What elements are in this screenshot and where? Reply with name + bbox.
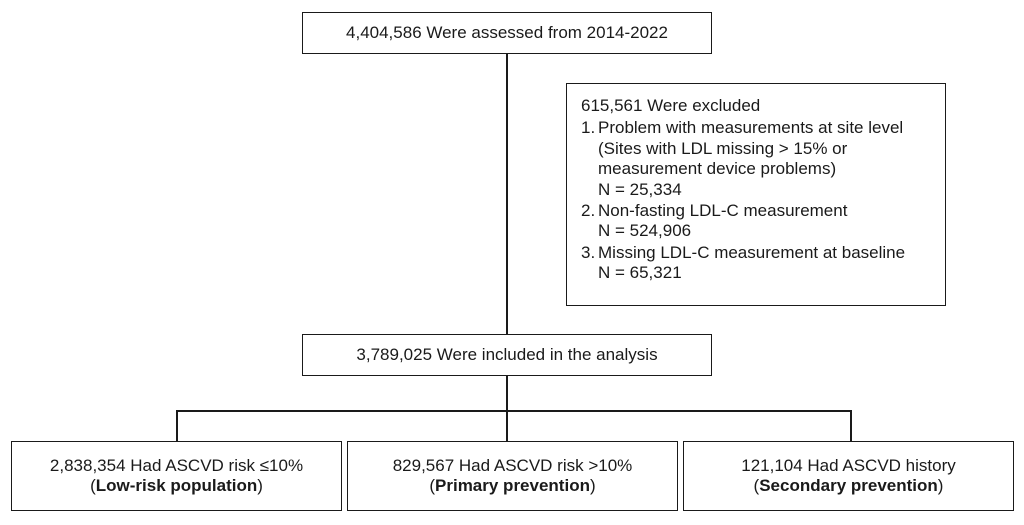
exclusion-line: Non-fasting LDL-C measurement [598, 200, 848, 220]
connector-main-vertical [506, 54, 508, 334]
included-box: 3,789,025 Were included in the analysis [302, 334, 712, 376]
group-label-text: Low-risk population [95, 476, 258, 495]
exclusion-number: 2. [581, 200, 596, 220]
exclusion-line: (Sites with LDL missing > 15% or [598, 138, 848, 158]
exclusion-item: 1. Problem with measurements at site lev… [581, 118, 935, 200]
exclusion-list: 1. Problem with measurements at site lev… [581, 118, 935, 283]
assessed-text: 4,404,586 Were assessed from 2014-2022 [346, 22, 668, 42]
group-label-text: Primary prevention [435, 476, 590, 495]
connector-branch-horizontal [176, 410, 851, 412]
exclusion-count: N = 65,321 [598, 263, 682, 283]
exclusion-item: 2. Non-fasting LDL-C measurement N = 524… [581, 201, 935, 242]
connector-to-branches [506, 376, 508, 410]
connector-branch-low [176, 410, 178, 441]
exclusion-item: 3. Missing LDL-C measurement at baseline… [581, 243, 935, 284]
secondary-prevention-box: 121,104 Had ASCVD history (Secondary pre… [683, 441, 1014, 511]
group-label-close-paren: ) [937, 476, 944, 495]
excluded-box: 615,561 Were excluded 1. Problem with me… [566, 83, 946, 306]
group-label: (Secondary prevention) [754, 476, 944, 496]
group-label-open-paren: ( [90, 476, 96, 495]
group-label-close-paren: ) [589, 476, 596, 495]
exclusion-line: measurement device problems) [598, 159, 837, 179]
exclusion-number: 1. [581, 118, 596, 138]
low-risk-box: 2,838,354 Had ASCVD risk ≤10% (Low-risk … [11, 441, 342, 511]
exclusion-line: Missing LDL-C measurement at baseline [598, 242, 906, 262]
group-label-text: Secondary prevention [759, 476, 938, 495]
excluded-title: 615,561 Were excluded [581, 96, 761, 115]
group-label: (Low-risk population) [90, 476, 263, 496]
group-label-close-paren: ) [257, 476, 263, 495]
assessed-box: 4,404,586 Were assessed from 2014-2022 [302, 12, 712, 54]
exclusion-number: 3. [581, 242, 596, 262]
connector-branch-primary [506, 410, 508, 441]
connector-branch-secondary [850, 410, 852, 441]
group-label-open-paren: ( [429, 476, 436, 495]
group-count-text: 121,104 Had ASCVD history [741, 455, 956, 475]
exclusion-count: N = 524,906 [598, 221, 692, 241]
exclusion-count: N = 25,334 [598, 179, 682, 199]
included-text: 3,789,025 Were included in the analysis [356, 344, 658, 364]
group-label-open-paren: ( [753, 476, 760, 495]
primary-prevention-box: 829,567 Had ASCVD risk >10% (Primary pre… [347, 441, 678, 511]
group-count-text: 2,838,354 Had ASCVD risk ≤10% [49, 455, 304, 475]
group-label: (Primary prevention) [429, 476, 595, 496]
exclusion-line: Problem with measurements at site level [598, 118, 904, 138]
group-count-text: 829,567 Had ASCVD risk >10% [392, 455, 633, 475]
